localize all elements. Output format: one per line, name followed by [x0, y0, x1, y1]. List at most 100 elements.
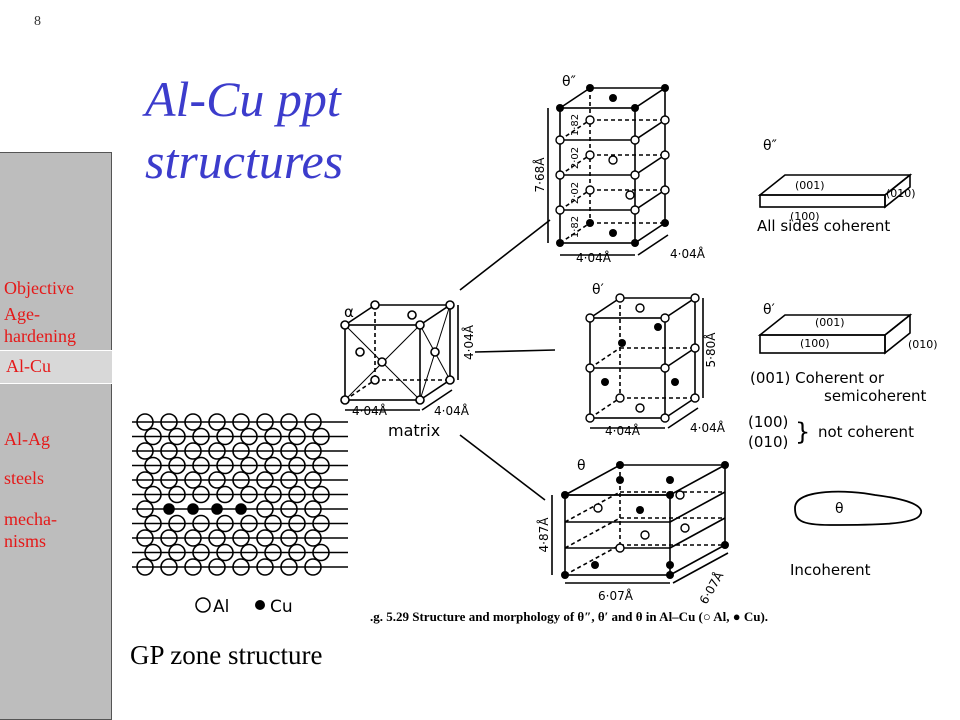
sidebar-nav: Objective Age- hardening Al-Cu Al-Ag ste…	[0, 152, 112, 720]
al-atom	[240, 456, 258, 475]
al-atom	[192, 427, 210, 446]
al-atom	[192, 456, 210, 475]
al-atom	[208, 558, 226, 576]
connector-line-theta	[459, 434, 546, 501]
cu-legend-label: Cu	[270, 597, 293, 617]
al-atom	[208, 471, 226, 489]
connector-line-theta-prime	[474, 349, 556, 353]
theta-prime-coherence-010: (010)	[748, 433, 788, 451]
al-atom	[208, 413, 226, 431]
al-atom	[184, 413, 202, 431]
al-atom	[184, 558, 202, 576]
theta-double-prime-plate-front: (100)	[790, 210, 820, 223]
cu-atom	[235, 503, 247, 515]
theta-dim-a: 6·07Å	[598, 588, 634, 603]
cu-atom	[163, 503, 175, 515]
theta-prime-coherence-100: (100)	[748, 413, 788, 431]
theta-coherence: Incoherent	[790, 561, 871, 579]
al-atom	[168, 456, 186, 475]
al-atom	[264, 485, 282, 504]
al-atom	[136, 500, 154, 518]
al-atom	[288, 543, 306, 562]
al-atom	[240, 543, 258, 562]
sidebar-item-al-cu[interactable]: Al-Cu	[0, 350, 112, 384]
al-atom	[216, 543, 234, 562]
al-atom	[168, 485, 186, 504]
sidebar-item-al-ag[interactable]: Al-Ag	[4, 429, 50, 449]
al-atom	[168, 514, 186, 533]
al-atom	[232, 413, 250, 431]
al-atom	[240, 427, 258, 446]
theta-double-prime-plate	[757, 173, 913, 209]
al-atom	[144, 543, 162, 562]
sidebar-item-mechanisms[interactable]: mecha-	[4, 509, 57, 529]
al-atom	[280, 529, 298, 547]
al-atom	[280, 471, 298, 489]
sidebar-item-objective[interactable]: Objective	[4, 278, 74, 298]
sidebar-item-steels[interactable]: steels	[4, 468, 44, 488]
theta-dim-b: 6·07Å	[696, 568, 727, 606]
al-atom	[280, 558, 298, 576]
page-title: Al-Cu ppt structures	[145, 68, 405, 192]
al-atom	[136, 529, 154, 547]
slide-number: 8	[34, 14, 41, 29]
al-atom	[160, 529, 178, 547]
matrix-dim-c: 4·04Å	[461, 324, 476, 360]
sidebar-item-age-hardening-2[interactable]: hardening	[4, 326, 76, 346]
sidebar-item-age-hardening[interactable]: Age-	[4, 304, 40, 324]
theta-double-prime-plate-top: (001)	[795, 179, 825, 192]
theta-prime-plate-symbol: θ′	[763, 302, 775, 318]
gp-zone-diagram: Al Cu	[132, 413, 348, 617]
al-atom	[288, 456, 306, 475]
gp-zone-caption: GP zone structure	[130, 640, 323, 670]
al-legend-label: Al	[213, 597, 229, 617]
al-atom	[312, 456, 330, 475]
matrix-unit-cell	[340, 300, 459, 411]
al-atom	[136, 558, 154, 576]
al-atom	[256, 413, 274, 431]
al-atom	[136, 471, 154, 489]
al-atom	[264, 514, 282, 533]
al-atom	[216, 427, 234, 446]
al-atom	[144, 427, 162, 446]
theta-double-prime-plate-symbol: θ″	[763, 138, 777, 154]
sidebar-item-mechanisms-2[interactable]: nisms	[4, 531, 47, 551]
al-atom	[304, 558, 322, 576]
al-atom	[144, 456, 162, 475]
theta-double-prime-layer-1: 1·82	[570, 114, 581, 136]
al-atom	[312, 485, 330, 504]
theta-precipitate-shape	[794, 490, 923, 526]
al-atom	[216, 456, 234, 475]
theta-cell	[551, 464, 729, 584]
matrix-alpha-symbol: α	[344, 303, 354, 321]
al-atom	[232, 558, 250, 576]
al-atom	[280, 442, 298, 460]
matrix-dim-b: 4·04Å	[434, 403, 470, 418]
al-atom	[240, 514, 258, 533]
cu-legend-icon	[255, 600, 265, 610]
al-atom	[264, 427, 282, 446]
al-atom	[312, 427, 330, 446]
al-atom	[160, 471, 178, 489]
al-atom	[304, 442, 322, 460]
theta-prime-height: 5·80Å	[703, 332, 718, 368]
theta-double-prime-coherence: All sides coherent	[757, 217, 890, 235]
al-legend-icon	[195, 597, 211, 613]
al-atom	[256, 442, 274, 460]
al-atom	[304, 471, 322, 489]
theta-prime-symbol: θ′	[592, 282, 604, 298]
connector-line-theta-double-prime	[459, 219, 551, 291]
gp-lattice	[132, 413, 348, 576]
al-atom	[192, 514, 210, 533]
al-atom	[256, 471, 274, 489]
al-atom	[232, 442, 250, 460]
al-atom	[232, 471, 250, 489]
al-cu-structure-figure: α 4·04Å 4·04Å 4·04Å matrix θ″ 7·68Å 1·82…	[340, 74, 938, 624]
theta-prime-dim-a: 4·04Å	[605, 423, 641, 438]
al-atom	[304, 413, 322, 431]
theta-shape-label: θ	[835, 501, 844, 517]
theta-symbol: θ	[577, 458, 586, 474]
cu-atom	[187, 503, 199, 515]
al-atom	[184, 442, 202, 460]
al-atom	[232, 529, 250, 547]
